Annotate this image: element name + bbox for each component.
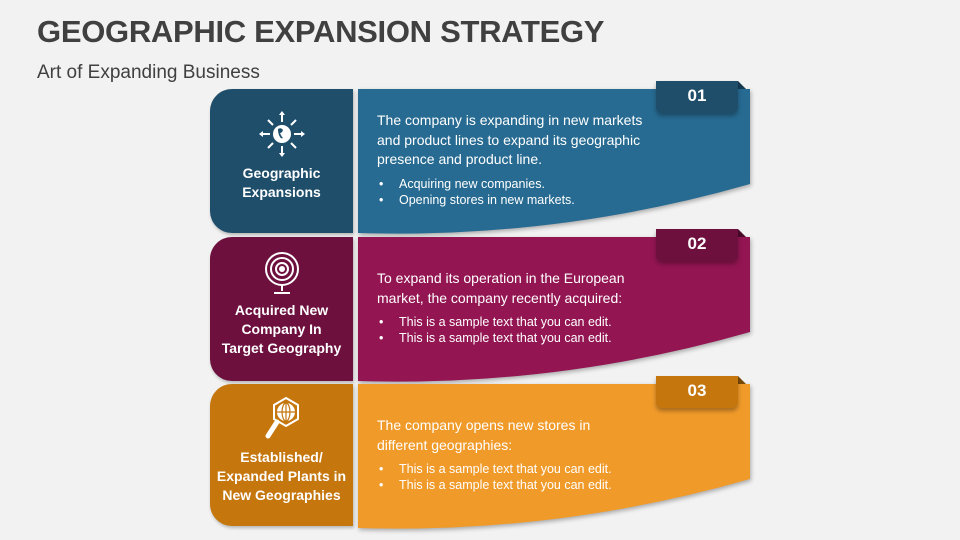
description-text: The company opens new stores in differen… — [377, 416, 677, 493]
bullet-list: This is a sample text that you can edit.… — [377, 461, 677, 493]
bullet-item: Opening stores in new markets. — [377, 192, 677, 208]
description-text: The company is expanding in new markets … — [377, 111, 677, 208]
bullet-item: This is a sample text that you can edit. — [377, 330, 677, 346]
category-card-1: Geographic Expansions — [210, 89, 353, 233]
magnifier-globe-icon — [265, 396, 299, 439]
strategy-row-3: Established/ Expanded Plants in New Geog… — [210, 376, 755, 529]
bullet-list: Acquiring new companies. Opening stores … — [377, 176, 677, 208]
category-label: Acquired New Company In Target Geography — [221, 302, 342, 356]
bullet-item: Acquiring new companies. — [377, 176, 677, 192]
description-text: To expand its operation in the European … — [377, 269, 677, 346]
strategy-row-1: Geographic Expansions The company is exp… — [210, 81, 755, 234]
description-panel-3: The company opens new stores in differen… — [358, 384, 753, 534]
bullet-item: This is a sample text that you can edit. — [377, 461, 677, 477]
badge-fold — [738, 81, 746, 89]
globe-expansion-icon — [258, 111, 305, 157]
bullet-item: This is a sample text that you can edit. — [377, 314, 677, 330]
category-label: Established/ Expanded Plants in New Geog… — [216, 449, 347, 503]
strategy-row-2: Acquired New Company In Target Geography… — [210, 229, 755, 382]
category-card-3: Established/ Expanded Plants in New Geog… — [210, 384, 353, 526]
number-badge-1: 01 — [656, 81, 738, 113]
bullet-item: This is a sample text that you can edit. — [377, 477, 677, 493]
description-panel-2: To expand its operation in the European … — [358, 237, 753, 387]
category-card-2: Acquired New Company In Target Geography — [210, 237, 353, 381]
badge-fold — [738, 376, 746, 384]
badge-fold — [738, 229, 746, 237]
bullet-list: This is a sample text that you can edit.… — [377, 314, 677, 346]
number-badge-3: 03 — [656, 376, 738, 408]
category-label: Geographic Expansions — [242, 165, 321, 200]
number-badge-2: 02 — [656, 229, 738, 261]
description-panel-1: The company is expanding in new markets … — [358, 89, 753, 239]
slide-subtitle: Art of Expanding Business — [37, 62, 260, 83]
target-globe-icon — [264, 252, 299, 294]
slide-title: GEOGRAPHIC EXPANSION STRATEGY — [37, 14, 605, 49]
